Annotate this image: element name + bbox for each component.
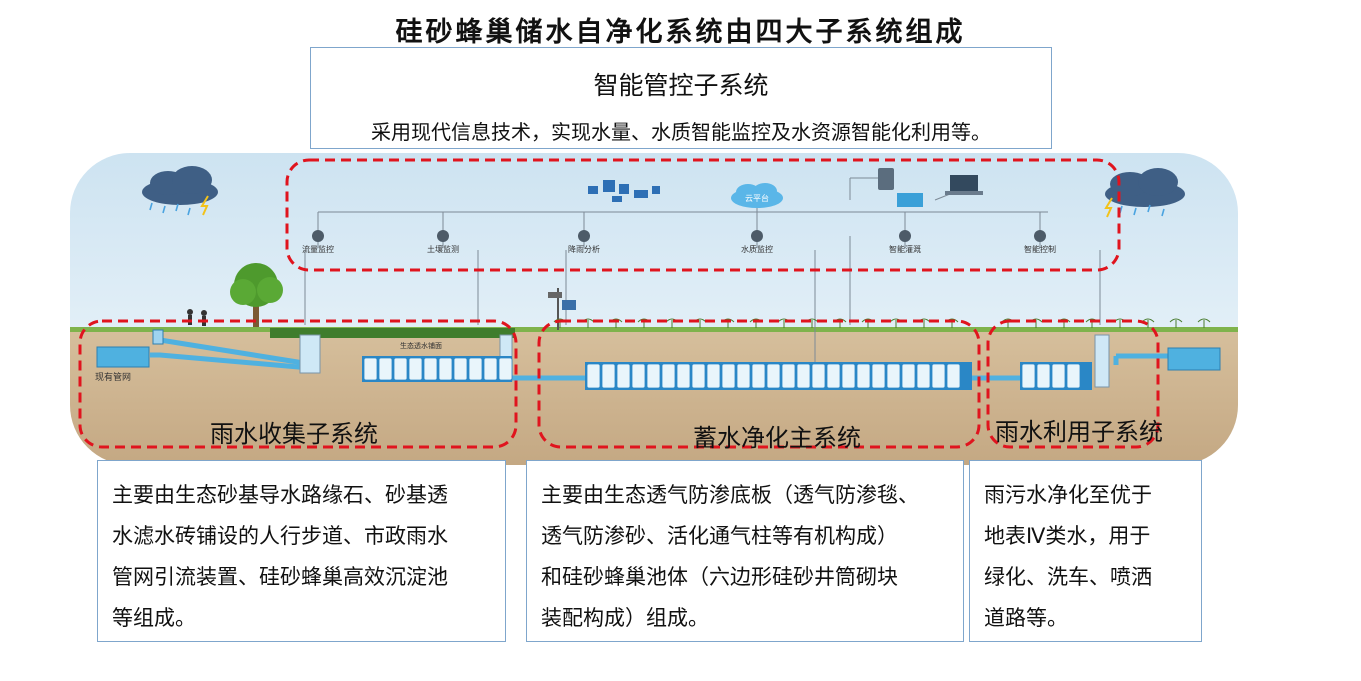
monitor-node-label: 流量监控 — [302, 244, 334, 254]
description-line: 雨污水净化至优于 — [984, 483, 1152, 507]
honeycomb-cell — [423, 357, 438, 381]
water-pipe — [150, 337, 1170, 381]
monitor-node-icon — [578, 230, 590, 242]
honeycomb-cell — [931, 363, 946, 389]
honeycomb-cell — [811, 363, 826, 389]
honeycomb-cell — [691, 363, 706, 389]
honeycomb-cell — [468, 357, 483, 381]
honeycomb-cell — [871, 363, 886, 389]
honeycomb-cell — [946, 363, 961, 389]
screen-icon — [897, 193, 923, 207]
monitor-node-label: 土壤监测 — [427, 244, 459, 254]
honeycomb-cell — [856, 363, 871, 389]
honeycomb-cell — [616, 363, 631, 389]
honeycomb-cell — [916, 363, 931, 389]
honeycomb-cell — [826, 363, 841, 389]
honeycomb-cell — [453, 357, 468, 381]
honeycomb-cell — [1036, 363, 1051, 389]
honeycomb-tank-collection — [362, 356, 513, 382]
monitor-node-label: 智能控制 — [1024, 244, 1056, 254]
description-line: 和硅砂蜂巢池体（六边形硅砂井筒砌块 — [541, 565, 898, 589]
utilization-subsystem-description: 雨污水净化至优于 地表Ⅳ类水，用于 绿化、洗车、喷洒 道路等。 — [969, 460, 1202, 642]
storage-outlet-icon — [1167, 347, 1221, 371]
collection-dashed-region — [78, 319, 518, 449]
honeycomb-cell — [408, 357, 423, 381]
honeycomb-tank-main — [585, 362, 972, 390]
honeycomb-cell — [706, 363, 721, 389]
collection-subsystem-label: 雨水收集子系统 — [210, 420, 378, 448]
utilization-subsystem-label: 雨水利用子系统 — [995, 418, 1163, 446]
honeycomb-cell — [483, 357, 498, 381]
honeycomb-cell — [676, 363, 691, 389]
storage-subsystem-description: 主要由生态透气防渗底板（透气防渗毯、 透气防渗砂、活化通气柱等有机构成） 和硅砂… — [526, 460, 964, 642]
smart-subsystem-description: 采用现代信息技术，实现水量、水质智能监控及水资源智能化利用等。 — [371, 120, 991, 144]
monitor-node-icon — [751, 230, 763, 242]
tablet-icon — [878, 168, 894, 190]
description-line: 绿化、洗车、喷洒 — [984, 565, 1152, 589]
description-line: 地表Ⅳ类水，用于 — [984, 524, 1151, 548]
honeycomb-cell — [886, 363, 901, 389]
tree-icon — [230, 263, 283, 327]
soil — [70, 330, 1238, 465]
utilization-dashed-region — [986, 319, 1160, 449]
honeycomb-cell — [841, 363, 856, 389]
honeycomb-tank-utilization — [1020, 362, 1092, 390]
honeycomb-cell — [378, 357, 393, 381]
description-line: 主要由生态透气防渗底板（透气防渗毯、 — [541, 483, 919, 507]
honeycomb-cell — [721, 363, 736, 389]
description-line: 道路等。 — [984, 606, 1068, 630]
monitor-node-label: 智能灌溉 — [889, 244, 921, 254]
honeycomb-cell — [631, 363, 646, 389]
planting-strip — [270, 328, 515, 338]
honeycomb-cell — [751, 363, 766, 389]
sensor-devices-icon — [588, 180, 660, 202]
page-title: 硅砂蜂巢储水自净化系统由四大子系统组成 — [395, 17, 966, 48]
honeycomb-cell — [363, 357, 378, 381]
pipe-network-label: 现有管网 — [95, 371, 131, 383]
honeycomb-cell — [796, 363, 811, 389]
monitor-node-label: 降雨分析 — [568, 244, 600, 254]
rain-cloud-icon-right — [1104, 168, 1185, 218]
honeycomb-cell — [646, 363, 661, 389]
description-line: 水滤水砖铺设的人行步道、市政雨水 — [112, 524, 448, 548]
monitor-node-icon — [1034, 230, 1046, 242]
monitor-node-icon — [312, 230, 324, 242]
storage-dashed-region — [537, 319, 981, 449]
description-line: 主要由生态砂基导水路缘石、砂基透 — [112, 483, 448, 507]
collection-subsystem-description: 主要由生态砂基导水路缘石、砂基透 水滤水砖铺设的人行步道、市政雨水 管网引流装置… — [97, 460, 506, 642]
monitor-node-icon — [899, 230, 911, 242]
honeycomb-cell — [1051, 363, 1066, 389]
laptop-icon — [945, 175, 983, 195]
monitor-node-label: 水质监控 — [741, 244, 773, 254]
cloud-platform-label: 云平台 — [745, 193, 769, 203]
honeycomb-cell — [1066, 363, 1081, 389]
rain-cloud-icon-left — [142, 166, 218, 216]
honeycomb-cell — [438, 357, 453, 381]
honeycomb-cell — [661, 363, 676, 389]
honeycomb-cell — [1021, 363, 1036, 389]
description-line: 管网引流装置、硅砂蜂巢高效沉淀池 — [112, 565, 448, 589]
honeycomb-cell — [766, 363, 781, 389]
description-line: 等组成。 — [112, 606, 196, 630]
honeycomb-cell — [781, 363, 796, 389]
honeycomb-cell — [601, 363, 616, 389]
smart-subsystem-box: 智能管控子系统 采用现代信息技术，实现水量、水质智能监控及水资源智能化利用等。 — [310, 47, 1052, 149]
storage-subsystem-label: 蓄水净化主系统 — [693, 424, 861, 452]
honeycomb-cell — [901, 363, 916, 389]
tank-label: 生态透水铺面 — [400, 341, 442, 350]
monitor-node-icon — [437, 230, 449, 242]
description-line: 透气防渗砂、活化通气柱等有机构成） — [541, 524, 898, 548]
cloud-platform-icon — [731, 183, 783, 208]
honeycomb-cell — [498, 357, 513, 381]
smart-subsystem-title: 智能管控子系统 — [593, 71, 769, 100]
honeycomb-cell — [393, 357, 408, 381]
description-line: 装配构成）组成。 — [541, 606, 709, 630]
honeycomb-cell — [736, 363, 751, 389]
existing-pipe-network-icon — [96, 346, 150, 368]
honeycomb-cell — [586, 363, 601, 389]
weather-station-icon — [548, 288, 576, 330]
smart-control-dashed-region — [285, 158, 1121, 272]
